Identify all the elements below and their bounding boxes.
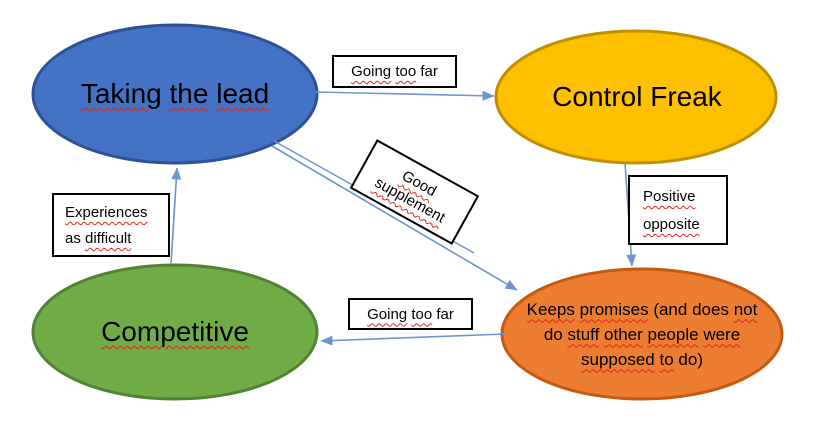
connector-taking-to-control[interactable] <box>314 90 495 101</box>
connector-keeps-to-competitive[interactable] <box>320 333 507 346</box>
word: Going <box>367 305 408 323</box>
node-competitive-shape[interactable] <box>31 263 319 401</box>
connector-taking-to-keeps[interactable] <box>271 145 518 291</box>
word: lead <box>216 78 270 109</box>
word: stuff <box>567 324 600 344</box>
word: as <box>65 230 81 247</box>
word: promises <box>579 299 649 319</box>
word: Experiences <box>65 204 148 221</box>
word: supposed <box>581 349 655 369</box>
word: does <box>692 299 729 319</box>
label-going-too-far-top[interactable]: Going too far <box>332 55 457 88</box>
word: were <box>703 324 741 344</box>
node-control-freak-label: Control Freak <box>496 30 778 164</box>
word: opposite <box>643 216 700 233</box>
word: too <box>395 63 417 80</box>
word: Competitive <box>101 316 249 347</box>
node-competitive-label: Competitive <box>33 265 317 399</box>
word: Going <box>351 63 392 80</box>
word: Taking <box>80 78 162 109</box>
word: (and <box>653 299 688 319</box>
node-control-freak-shape[interactable] <box>494 29 778 165</box>
node-taking-the-lead-label: Taking the lead <box>33 25 317 163</box>
word: not <box>733 299 758 319</box>
word: other <box>604 324 643 344</box>
connector-competitive-to-taking[interactable] <box>170 167 182 265</box>
word: far <box>436 305 454 323</box>
label-positive-opposite[interactable]: Positive opposite <box>628 175 728 245</box>
word: do <box>543 324 563 344</box>
word: difficult <box>85 230 132 247</box>
label-going-too-far-bottom[interactable]: Going too far <box>348 298 473 330</box>
word: Positive <box>643 188 696 205</box>
word: do) <box>678 349 703 369</box>
word: to <box>659 349 674 369</box>
word: Keeps <box>526 299 575 319</box>
word: too <box>411 305 433 323</box>
node-keeps-promises-label: Keeps promises (and does not do stuff oth… <box>502 269 782 399</box>
word: Freak <box>650 81 722 112</box>
word: the <box>169 78 209 109</box>
word: Control <box>552 81 643 112</box>
label-experiences-as-difficult[interactable]: Experiences as difficult <box>52 193 170 257</box>
node-taking-the-lead-shape[interactable] <box>31 23 319 165</box>
word: far <box>420 63 438 80</box>
word: people <box>647 324 699 344</box>
